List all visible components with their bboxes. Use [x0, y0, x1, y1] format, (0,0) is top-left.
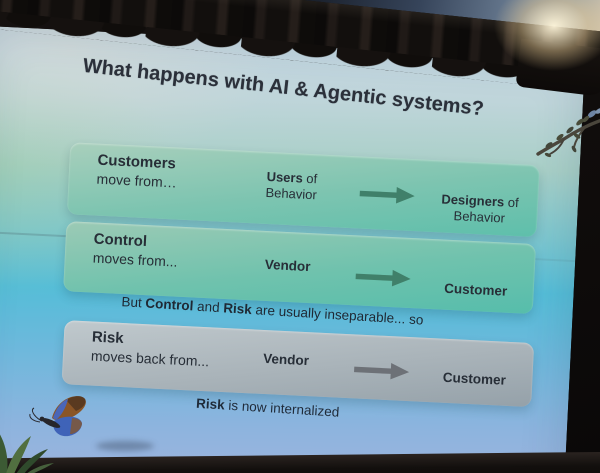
projector-screen: What happens with AI & Agentic systems? … [0, 26, 586, 473]
butterfly-shadow [96, 441, 154, 451]
grass-leaves-icon [0, 434, 54, 473]
row-control: Control moves from... Vendor Customer [63, 221, 537, 315]
arrow-right-icon [354, 362, 410, 380]
row-control-from: Vendor [264, 256, 311, 275]
branch-icon [536, 108, 600, 158]
arrow-right-icon [355, 269, 411, 287]
row-customers-to: Designers of Behavior [441, 191, 520, 226]
arrow-right-icon [359, 187, 415, 204]
row-risk-to: Customer [442, 369, 507, 388]
row-customers: Customers move from… Users of Behavior D… [66, 142, 540, 238]
butterfly-icon [29, 396, 86, 437]
row-risk: Risk moves back from... Vendor Customer [61, 320, 535, 408]
row-control-to: Customer [443, 280, 508, 299]
row-customers-from: Users of Behavior [265, 168, 318, 203]
